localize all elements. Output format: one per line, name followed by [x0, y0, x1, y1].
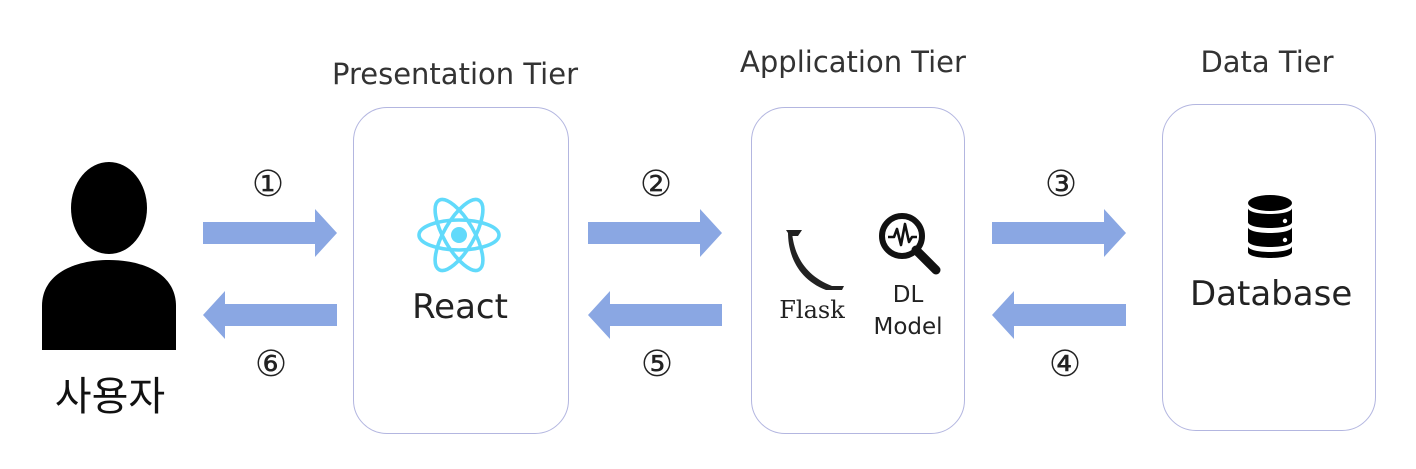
application-tier-box: [751, 107, 965, 434]
flask-label: Flask: [779, 296, 845, 324]
step-2-label: ②: [639, 164, 673, 205]
person-icon: [42, 162, 176, 350]
arrow-left-6: [203, 291, 337, 339]
dl-model-label-line2: Model: [873, 314, 943, 340]
user-label: 사용자: [54, 374, 166, 420]
arrow-right-3: [992, 209, 1126, 257]
arrow-left-5: [588, 291, 722, 339]
application-tier-title: Application Tier: [740, 45, 966, 79]
step-5-label: ⑤: [640, 344, 674, 385]
database-label: Database: [1190, 274, 1353, 314]
data-tier-title: Data Tier: [1200, 45, 1334, 79]
step-1-label: ①: [251, 164, 285, 205]
step-6-label: ⑥: [254, 344, 288, 385]
dl-model-label-line1: DL: [892, 282, 924, 308]
react-icon: [417, 197, 501, 273]
react-label: React: [412, 287, 508, 327]
arrow-right-1: [203, 209, 337, 257]
arrow-right-2: [588, 209, 722, 257]
step-3-label: ③: [1044, 164, 1078, 205]
magnifier-waveform-icon: [879, 213, 941, 275]
step-4-label: ④: [1048, 344, 1082, 385]
arrow-left-4: [992, 291, 1126, 339]
presentation-tier-title: Presentation Tier: [332, 57, 578, 91]
data-tier-box: [1162, 104, 1376, 431]
database-icon: [1248, 195, 1292, 258]
flask-horn-icon: [786, 230, 844, 290]
presentation-tier-box: [353, 107, 569, 434]
